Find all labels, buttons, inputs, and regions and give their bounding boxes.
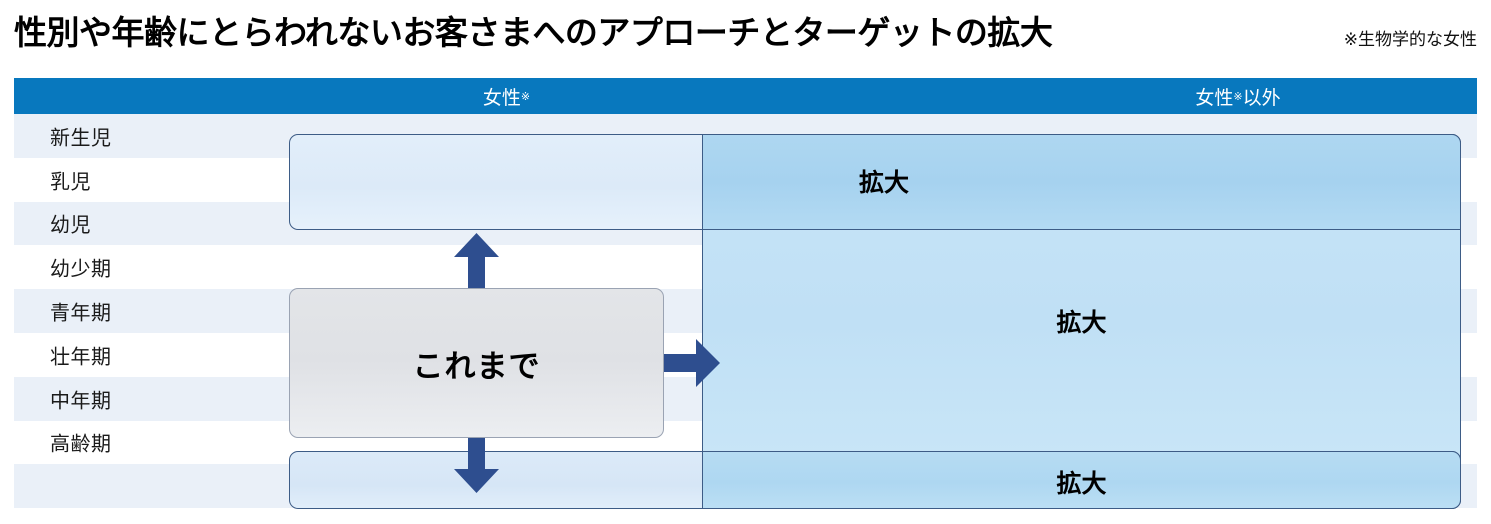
page-title: 性別や年齢にとらわれないお客さまへのアプローチとターゲットの拡大 bbox=[14, 13, 1053, 52]
expansion-label-top: 拡大 bbox=[859, 168, 910, 197]
row-label: 中年期 bbox=[50, 388, 112, 413]
matrix-header-bar: 女性※ 女性※以外 bbox=[14, 78, 1477, 114]
row-label: 新生児 bbox=[50, 125, 112, 150]
column-header-non-female: 女性※以外 bbox=[999, 78, 1477, 114]
row-label: 高齢期 bbox=[50, 431, 112, 456]
footnote-mark-icon: ※ bbox=[1233, 89, 1243, 103]
overlay-shapes: 拡大 拡大 拡大 これまで bbox=[14, 78, 1477, 509]
expansion-box-non-female-bottom: 拡大 bbox=[702, 451, 1461, 509]
row-label: 幼児 bbox=[50, 212, 91, 237]
row-label: 幼少期 bbox=[50, 256, 112, 281]
expansion-label-bottom: 拡大 bbox=[1056, 469, 1107, 498]
column-header-non-female-suffix: 以外 bbox=[1242, 86, 1281, 109]
title-footnote: ※生物学的な女性 bbox=[1343, 30, 1477, 50]
current-scope-label: これまで bbox=[412, 348, 541, 385]
arrow-up-icon bbox=[454, 233, 499, 291]
title-row: 性別や年齢にとらわれないお客さまへのアプローチとターゲットの拡大 ※生物学的な女… bbox=[0, 0, 1491, 74]
arrow-down-icon bbox=[454, 435, 499, 493]
column-header-non-female-label: 女性 bbox=[1195, 86, 1234, 109]
column-header-female-label: 女性 bbox=[482, 86, 521, 109]
footnote-mark-icon: ※ bbox=[520, 89, 531, 103]
target-matrix: 女性※ 女性※以外 新生児 乳児 幼児 幼少期 青年期 壮年期 中年期 高齢期 … bbox=[14, 78, 1477, 509]
expansion-box-non-female-top: 拡大 bbox=[702, 134, 1461, 230]
column-header-female: 女性※ bbox=[14, 78, 999, 114]
current-scope-box: これまで bbox=[289, 288, 664, 438]
row-label: 乳児 bbox=[50, 169, 91, 194]
expansion-label-middle: 拡大 bbox=[1056, 308, 1107, 337]
row-label: 壮年期 bbox=[50, 344, 112, 369]
arrow-right-icon bbox=[660, 339, 720, 387]
row-label: 青年期 bbox=[50, 300, 112, 325]
